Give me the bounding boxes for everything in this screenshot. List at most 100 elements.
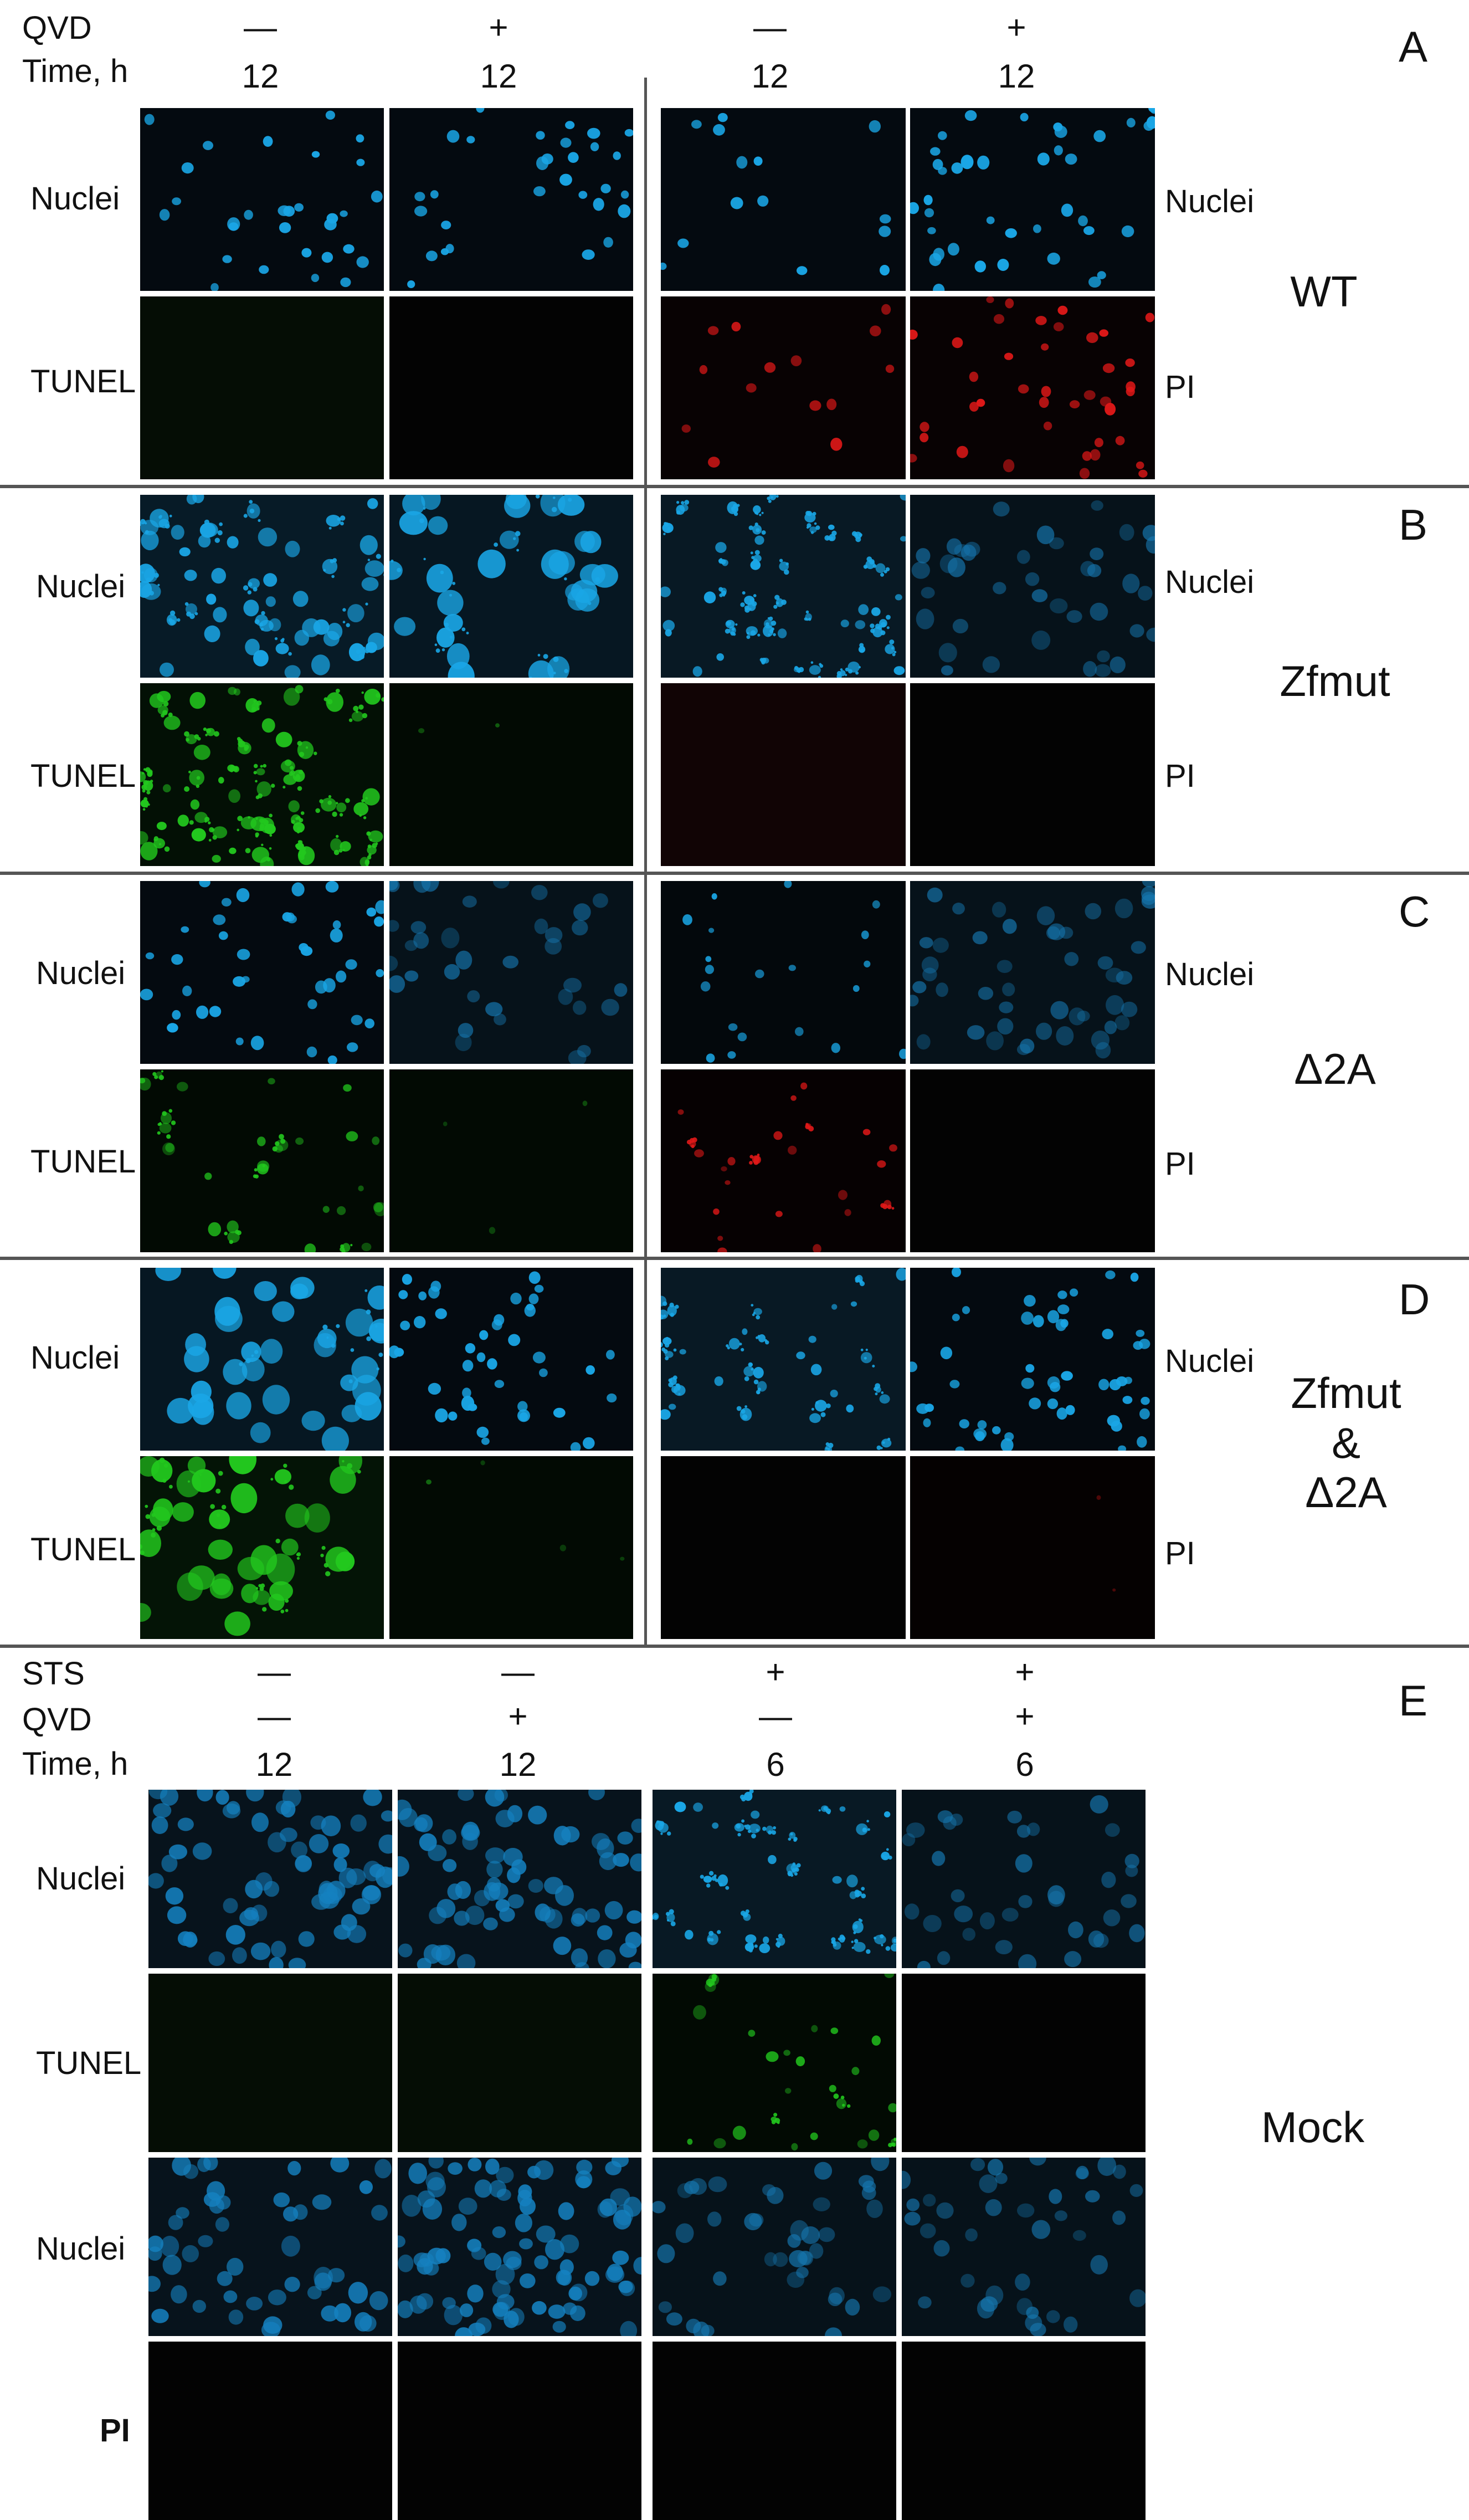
micrograph-background xyxy=(140,881,384,1064)
cell-nucleus xyxy=(314,1333,337,1358)
apoptotic-fragment xyxy=(494,542,498,547)
cell-nucleus xyxy=(759,1943,770,1953)
cell-nucleus xyxy=(161,1855,177,1872)
cell-nucleus xyxy=(407,280,415,288)
cell-nucleus xyxy=(360,535,378,555)
cell-nucleus xyxy=(441,928,459,948)
apoptotic-fragment xyxy=(840,668,843,671)
apoptotic-fragment xyxy=(746,1909,749,1913)
cell-nucleus xyxy=(307,2286,322,2299)
cell-nucleus xyxy=(787,2272,804,2288)
cell-nucleus xyxy=(1044,422,1052,431)
apoptotic-fragment xyxy=(759,514,761,516)
panel-letter: D xyxy=(1399,1278,1430,1321)
cell-nucleus xyxy=(447,643,470,669)
apoptotic-fragment xyxy=(339,849,343,853)
cell-nucleus xyxy=(962,1306,970,1314)
cell-nucleus xyxy=(1125,358,1134,367)
cell-nucleus xyxy=(788,1146,797,1155)
apoptotic-fragment xyxy=(362,692,364,694)
cell-nucleus xyxy=(289,800,300,812)
cell-nucleus xyxy=(671,1386,678,1393)
apoptotic-fragment xyxy=(328,795,331,798)
cell-nucleus xyxy=(995,1940,1013,1954)
apoptotic-fragment xyxy=(797,1863,801,1868)
cell-nucleus xyxy=(231,1483,258,1513)
cell-nucleus xyxy=(978,1420,987,1429)
apoptotic-fragment xyxy=(160,1458,165,1463)
apoptotic-fragment xyxy=(778,1934,783,1938)
apoptotic-fragment xyxy=(323,569,326,572)
cell-nucleus xyxy=(708,457,720,468)
cell-nucleus xyxy=(276,643,289,654)
apoptotic-fragment xyxy=(262,1607,266,1611)
cell-nucleus xyxy=(585,1908,600,1922)
cell-nucleus xyxy=(281,1801,296,1817)
cell-nucleus xyxy=(934,2240,950,2257)
cell-nucleus xyxy=(1111,1421,1122,1432)
cell-nucleus xyxy=(284,688,300,705)
cell-nucleus xyxy=(351,1815,367,1832)
apoptotic-fragment xyxy=(143,768,146,770)
cell-nucleus xyxy=(269,618,281,632)
cell-nucleus xyxy=(163,2255,182,2275)
cell-nucleus xyxy=(1113,2165,1126,2179)
cell-nucleus xyxy=(605,1901,623,1919)
divider xyxy=(0,1645,1469,1648)
cell-nucleus xyxy=(800,1083,807,1090)
apoptotic-fragment xyxy=(875,1392,878,1395)
cell-nucleus xyxy=(593,198,604,211)
micrograph-background xyxy=(661,495,906,678)
cell-nucleus xyxy=(1088,276,1101,288)
apoptotic-fragment xyxy=(886,1848,889,1851)
apoptotic-fragment xyxy=(248,816,250,819)
cell-nucleus xyxy=(276,732,292,747)
cell-nucleus xyxy=(862,2180,876,2193)
apoptotic-fragment xyxy=(356,710,358,713)
apoptotic-fragment xyxy=(340,813,343,816)
sts-value: — xyxy=(219,1656,330,1689)
cell-nucleus xyxy=(1015,2273,1030,2291)
cell-nucleus xyxy=(251,1904,267,1921)
apoptotic-fragment xyxy=(564,577,567,580)
cell-nucleus xyxy=(204,1172,212,1180)
apoptotic-fragment xyxy=(206,728,211,733)
apoptotic-fragment xyxy=(737,1406,742,1411)
cell-nucleus xyxy=(465,1343,475,1354)
apoptotic-fragment xyxy=(365,861,369,865)
apoptotic-fragment xyxy=(261,628,264,631)
cell-nucleus xyxy=(340,278,351,287)
micrograph-pi xyxy=(910,1069,1155,1252)
cell-nucleus xyxy=(200,523,216,538)
cell-nucleus xyxy=(414,206,427,216)
apoptotic-fragment xyxy=(884,570,887,573)
cell-nucleus xyxy=(932,1851,945,1866)
cell-nucleus xyxy=(326,881,339,893)
cell-nucleus xyxy=(508,1334,520,1346)
cell-nucleus xyxy=(144,568,158,582)
cell-nucleus xyxy=(881,304,891,315)
apoptotic-fragment xyxy=(141,785,147,790)
cell-nucleus xyxy=(1047,924,1065,940)
apoptotic-fragment xyxy=(255,619,260,624)
apoptotic-fragment xyxy=(276,1539,280,1543)
apoptotic-fragment xyxy=(726,621,731,626)
apoptotic-fragment xyxy=(151,1533,156,1538)
cell-nucleus xyxy=(495,723,500,728)
cell-nucleus xyxy=(872,2036,881,2046)
cell-nucleus xyxy=(1138,586,1152,601)
cell-nucleus xyxy=(773,2252,788,2267)
apoptotic-fragment xyxy=(210,1504,215,1509)
cell-nucleus xyxy=(831,1304,837,1309)
apoptotic-fragment xyxy=(327,801,332,805)
apoptotic-fragment xyxy=(775,2118,780,2123)
cell-nucleus xyxy=(1136,1330,1144,1337)
cell-nucleus xyxy=(585,1365,595,1375)
cell-nucleus xyxy=(483,1918,498,1930)
cell-nucleus xyxy=(398,1944,412,1958)
micrograph-background xyxy=(389,1456,633,1639)
qvd-row-label: QVD xyxy=(22,12,92,44)
cell-nucleus xyxy=(253,1590,270,1605)
apoptotic-fragment xyxy=(854,1939,859,1943)
cell-nucleus xyxy=(340,211,347,217)
